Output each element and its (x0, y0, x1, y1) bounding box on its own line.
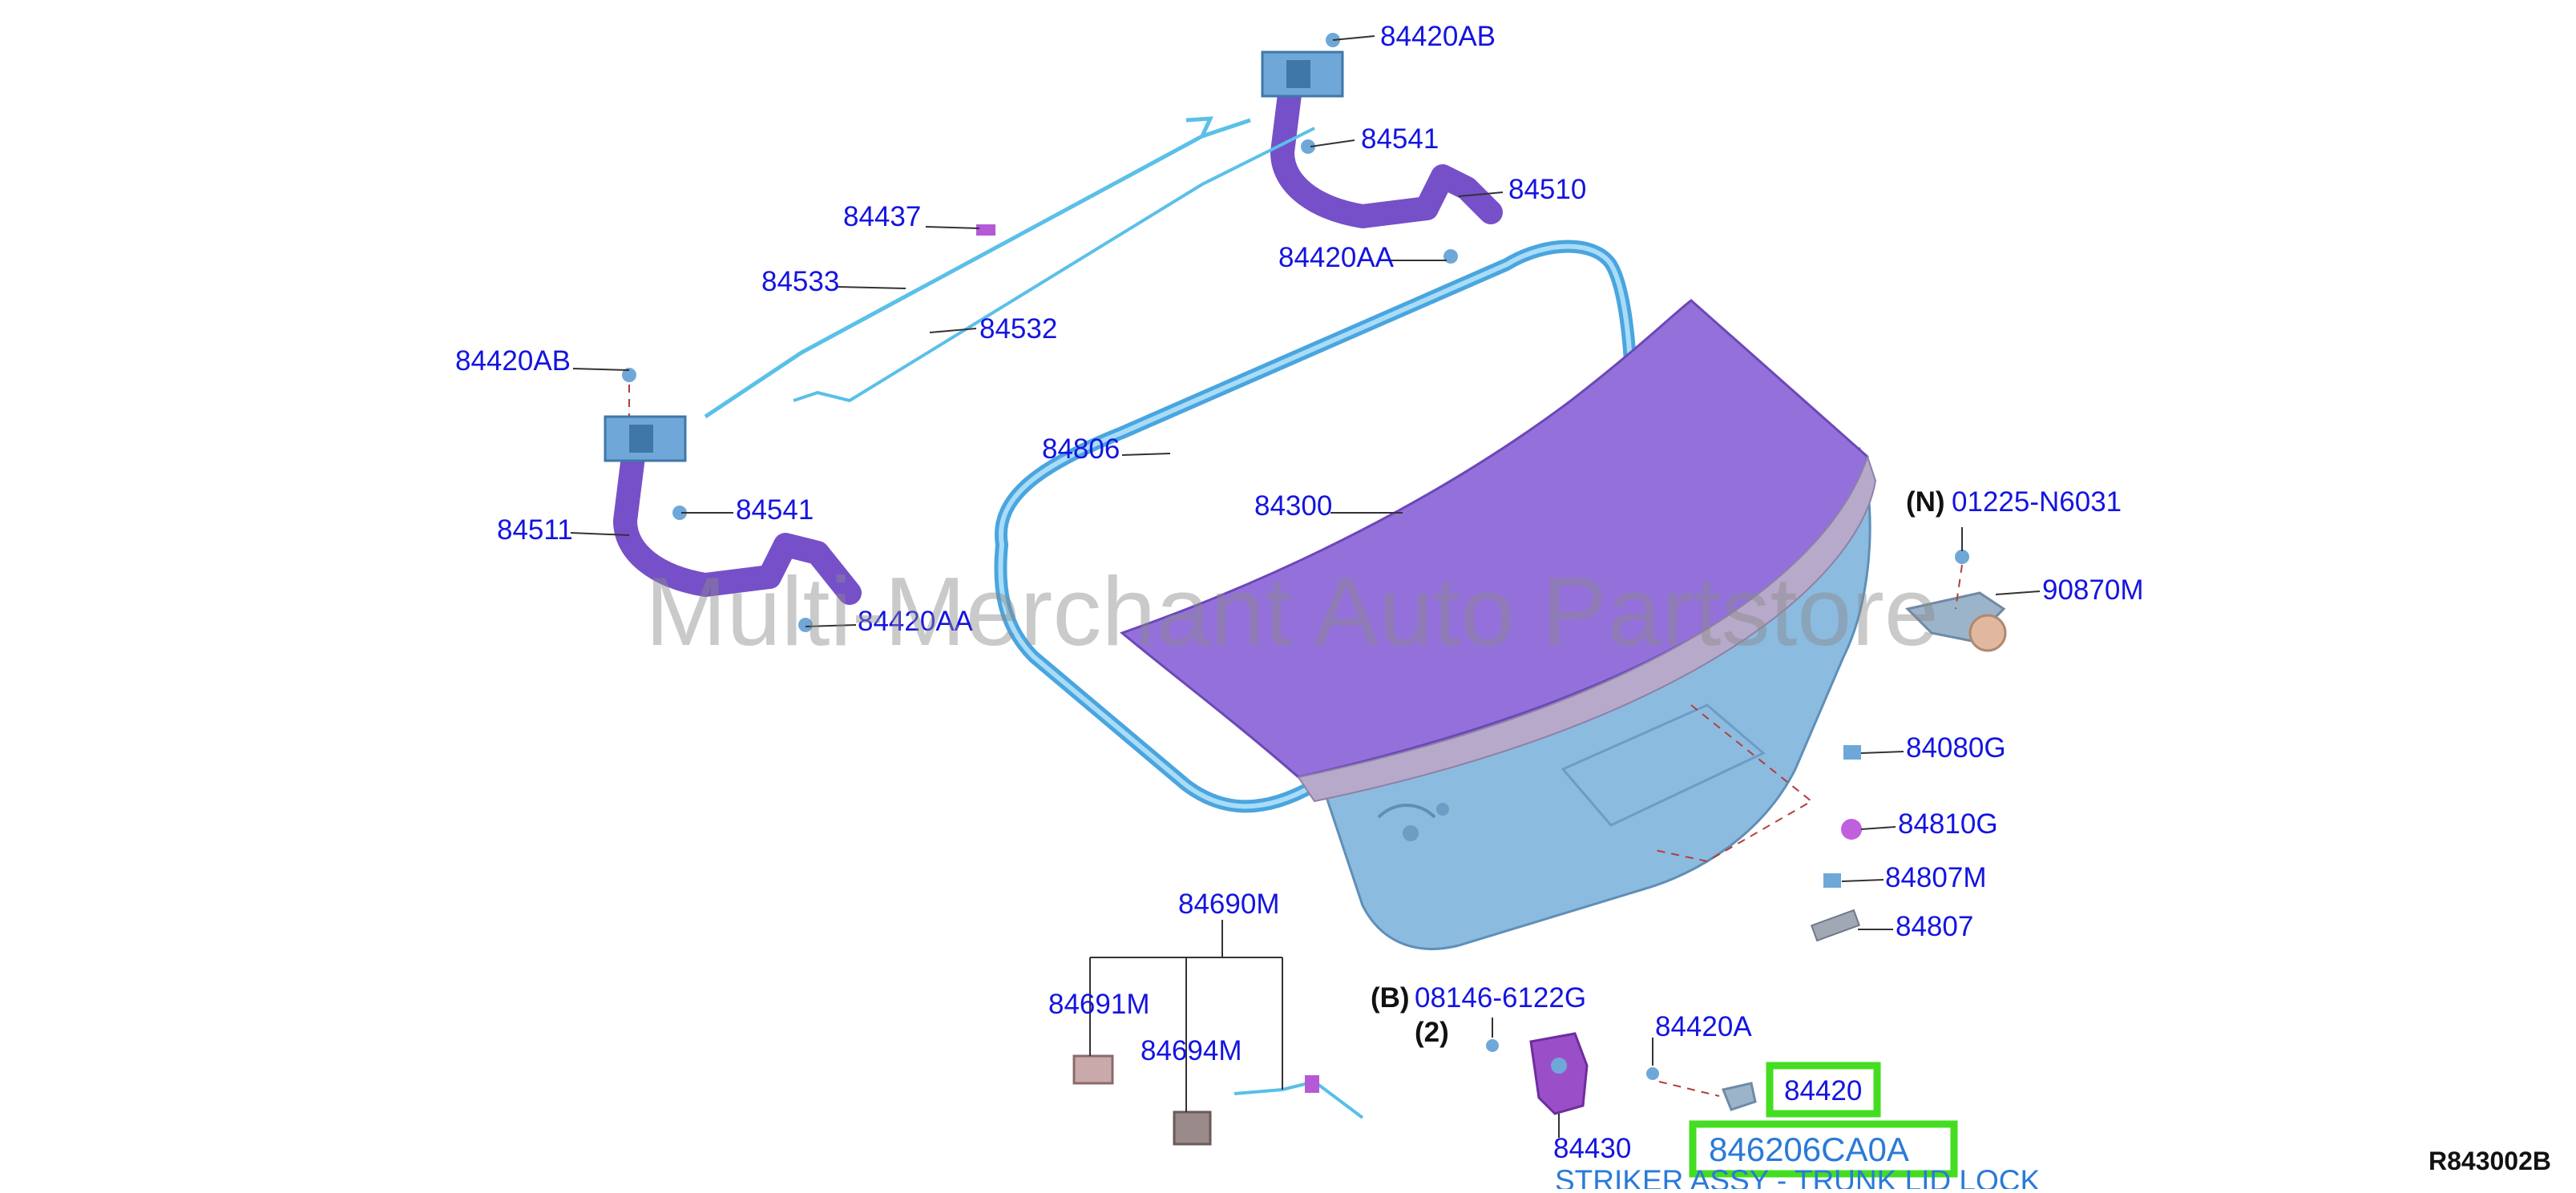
label-84420A[interactable]: 84420A (1655, 1011, 1752, 1042)
reference-dashed-lines (628, 385, 1963, 1097)
label-B-prefix: (B) (1371, 982, 1410, 1014)
label-84420AB-left[interactable]: 84420AB (455, 345, 571, 377)
highlight-box-part-number (1689, 1120, 1958, 1178)
label-84080G[interactable]: 84080G (1906, 732, 2006, 764)
label-84420-highlighted[interactable]: 84420 (1784, 1075, 1862, 1106)
label-84807[interactable]: 84807 (1896, 911, 1973, 942)
opener-cable (1233, 1079, 1364, 1119)
label-84420AA-top[interactable]: 84420AA (1278, 242, 1395, 273)
label-08146-6122G[interactable]: 08146-6122G (1415, 982, 1586, 1014)
torsion-bars (704, 116, 1315, 419)
label-N-prefix: (N) (1906, 486, 1945, 518)
diagram-code: R843002B (2429, 1147, 2551, 1175)
label-84420AA-left[interactable]: 84420AA (858, 606, 974, 637)
label-84532[interactable]: 84532 (979, 313, 1057, 345)
hinge-84510 (1261, 50, 1503, 228)
bumper-84807 (1810, 909, 1861, 942)
highlighted-part-number[interactable]: 846206CA0A (1709, 1131, 1909, 1168)
label-84430[interactable]: 84430 (1553, 1133, 1631, 1164)
label-84420AB-top[interactable]: 84420AB (1380, 21, 1496, 52)
label-84694M[interactable]: 84694M (1141, 1035, 1242, 1066)
label-84510[interactable]: 84510 (1508, 174, 1586, 205)
label-84541-top[interactable]: 84541 (1361, 123, 1439, 155)
watermark-text: Multi-Merchant Auto Partstore (645, 557, 1939, 666)
label-84691M[interactable]: 84691M (1048, 989, 1149, 1020)
label-84300[interactable]: 84300 (1254, 490, 1332, 522)
part-84691M (1072, 1054, 1114, 1085)
label-84690M[interactable]: 84690M (1178, 889, 1279, 920)
trunk-lock-84430 (1486, 1032, 1589, 1115)
label-84806[interactable]: 84806 (1042, 433, 1120, 465)
trunk-opener-90870M (1905, 591, 2007, 652)
label-84807M[interactable]: 84807M (1885, 862, 1986, 893)
label-84511[interactable]: 84511 (497, 514, 573, 546)
label-84810G[interactable]: 84810G (1898, 808, 1998, 840)
striker-84420 (1646, 1067, 1757, 1111)
label-qty-2: (2) (1415, 1017, 1449, 1048)
fasteners (622, 33, 1969, 632)
bumper-84810G (1841, 819, 1862, 840)
leader-lines (570, 35, 2041, 1138)
label-01225-N6031[interactable]: 01225-N6031 (1952, 486, 2122, 518)
label-90870M[interactable]: 90870M (2042, 574, 2143, 606)
clip-84807M (1823, 873, 1841, 888)
hinge-84511 (604, 415, 862, 605)
label-84533[interactable]: 84533 (761, 266, 839, 297)
label-84437[interactable]: 84437 (843, 201, 921, 232)
highlighted-part-description: STRIKER ASSY - TRUNK LID LOCK (1555, 1164, 2041, 1189)
highlight-box-84420 (1766, 1062, 1881, 1118)
label-84541-left[interactable]: 84541 (736, 494, 814, 526)
clip-84080G (1843, 745, 1861, 760)
part-84694M (1173, 1110, 1212, 1146)
